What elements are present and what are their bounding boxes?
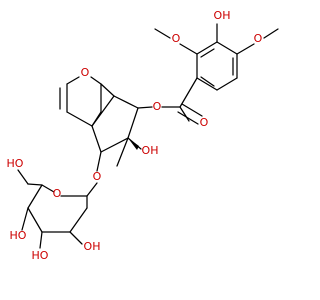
label-pyran-o: O bbox=[81, 66, 90, 79]
atom-labels: OH O O O O OH O O O HO HO HO OH bbox=[7, 9, 263, 262]
glycosidic-bond bbox=[86, 151, 102, 197]
methoxy-right bbox=[236, 28, 279, 55]
label-ester-o-ring: O bbox=[153, 100, 162, 113]
benzene-ring bbox=[196, 41, 238, 91]
label-ester-o-carbonyl: O bbox=[200, 116, 209, 129]
label-phenol-oh: OH bbox=[214, 9, 231, 22]
tertiary-hydroxyl bbox=[127, 137, 142, 150]
label-sugar-oh-3: OH bbox=[84, 240, 101, 253]
label-sugar-oh-1: HO bbox=[10, 229, 27, 242]
label-glycoside-o: O bbox=[93, 170, 102, 183]
ester-linkage bbox=[137, 77, 203, 125]
label-sugar-ring-o: O bbox=[53, 187, 62, 200]
label-ch2oh: HO bbox=[7, 157, 24, 170]
glucose-ring bbox=[27, 184, 88, 233]
sugar-hydroxyls bbox=[21, 207, 83, 249]
label-tertiary-oh: OH bbox=[142, 144, 159, 157]
methyl-group bbox=[116, 137, 129, 167]
label-methoxy-o-left: O bbox=[172, 32, 181, 45]
molecule-structure-diagram: OH O O O O OH O O O HO HO HO OH bbox=[7, 9, 279, 262]
hydroxymethyl-group bbox=[17, 169, 43, 186]
dihydropyran-ring bbox=[59, 76, 102, 127]
ring-fusion-bond bbox=[100, 83, 115, 97]
methoxy-left bbox=[154, 28, 198, 55]
label-sugar-oh-2: HO bbox=[32, 249, 49, 262]
cyclopentane-ring bbox=[91, 95, 139, 153]
label-methoxy-o-right: O bbox=[254, 32, 263, 45]
